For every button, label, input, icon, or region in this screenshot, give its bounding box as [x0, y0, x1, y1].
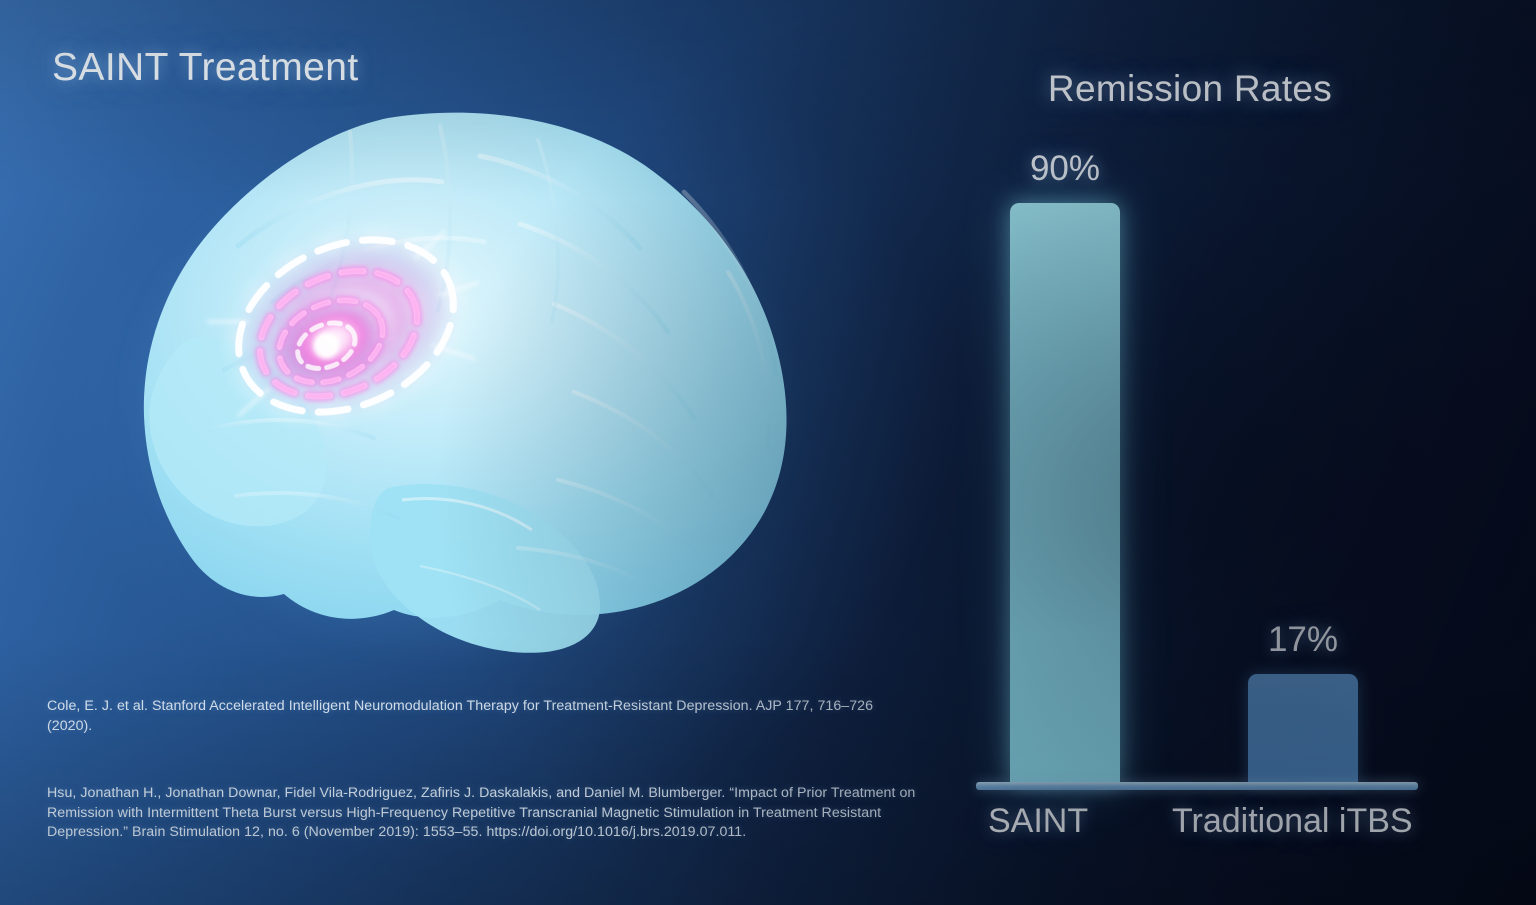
citation-item: Hsu, Jonathan H., Jonathan Downar, Fidel… [47, 785, 916, 840]
axis-label-saint: SAINT [988, 802, 1089, 840]
chart-title: Remission Rates [1047, 68, 1333, 109]
citation-item: Cole, E. J. et al. Stanford Accelerated … [47, 698, 874, 734]
chart-baseline-axis [976, 782, 1418, 790]
brain-svg [143, 112, 787, 653]
bar-traditional-itbs[interactable] [1248, 674, 1358, 784]
bar-value-label: 17% [1267, 620, 1339, 659]
citations-list: Cole, E. J. et al. Stanford Accelerated … [47, 697, 917, 843]
page-title: SAINT Treatment [52, 46, 359, 89]
remission-rates-chart: Remission Rates 90% 17% SAINT Traditiona… [940, 46, 1500, 866]
bar-group-itbs: 17% [1248, 138, 1358, 784]
bar-value-label: 90% [1029, 149, 1101, 188]
chart-plot-area: 90% 17% [968, 138, 1418, 790]
brain-illustration [88, 96, 848, 676]
bar-saint[interactable] [1010, 203, 1120, 784]
axis-label-traditional-itbs: Traditional iTBS [1172, 802, 1413, 840]
bar-group-saint: 90% [1010, 138, 1120, 784]
